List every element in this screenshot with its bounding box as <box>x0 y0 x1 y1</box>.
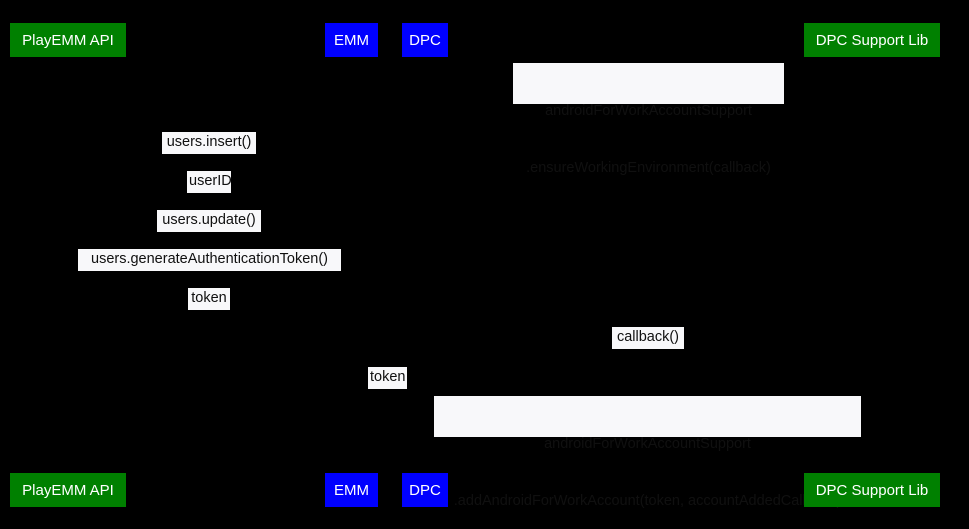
lifeline-dpc <box>424 57 425 473</box>
participant-foot-emm[interactable]: EMM <box>325 473 378 507</box>
participant-head-playemm-api-label: PlayEMM API <box>22 31 114 49</box>
message-token-to-emm: token <box>188 288 230 310</box>
message-ensure-working-environment: androidForWorkAccountSupport .ensureWork… <box>513 63 784 176</box>
participant-foot-dpc[interactable]: DPC <box>402 473 448 507</box>
lifeline-playemm-api <box>67 57 68 473</box>
message-users-generate-authentication-token: users.generateAuthenticationToken() <box>78 249 341 271</box>
participant-foot-emm-label: EMM <box>334 481 369 499</box>
message-token-to-dpc: token <box>368 367 407 389</box>
message-add-android-for-work-account-line1: androidForWorkAccountSupport <box>544 436 751 452</box>
message-add-android-for-work-account: androidForWorkAccountSupport .addAndroid… <box>434 396 861 509</box>
lifeline-emm <box>351 57 352 473</box>
participant-foot-playemm-api[interactable]: PlayEMM API <box>10 473 126 507</box>
participant-foot-dpc-support-lib[interactable]: DPC Support Lib <box>804 473 940 507</box>
participant-head-dpc[interactable]: DPC <box>402 23 448 57</box>
message-user-id: userID <box>187 171 232 193</box>
message-ensure-working-environment-line2: .ensureWorkingEnvironment(callback) <box>526 160 771 176</box>
participant-foot-playemm-api-label: PlayEMM API <box>22 481 114 499</box>
participant-head-dpc-label: DPC <box>409 31 441 49</box>
message-users-insert: users.insert() <box>162 132 256 154</box>
participant-head-playemm-api[interactable]: PlayEMM API <box>10 23 126 57</box>
participant-head-emm-label: EMM <box>334 31 369 49</box>
participant-foot-dpc-support-lib-label: DPC Support Lib <box>815 481 929 499</box>
message-users-update: users.update() <box>157 210 261 232</box>
message-add-android-for-work-account-line2: .addAndroidForWorkAccount(token, account… <box>453 493 842 509</box>
participant-head-dpc-support-lib[interactable]: DPC Support Lib <box>804 23 940 57</box>
participant-head-emm[interactable]: EMM <box>325 23 378 57</box>
participant-head-dpc-support-lib-label: DPC Support Lib <box>815 31 929 49</box>
message-callback: callback() <box>612 327 684 349</box>
lifeline-dpc-support-lib <box>871 57 872 473</box>
participant-foot-dpc-label: DPC <box>409 481 441 499</box>
message-ensure-working-environment-line1: androidForWorkAccountSupport <box>545 103 752 119</box>
